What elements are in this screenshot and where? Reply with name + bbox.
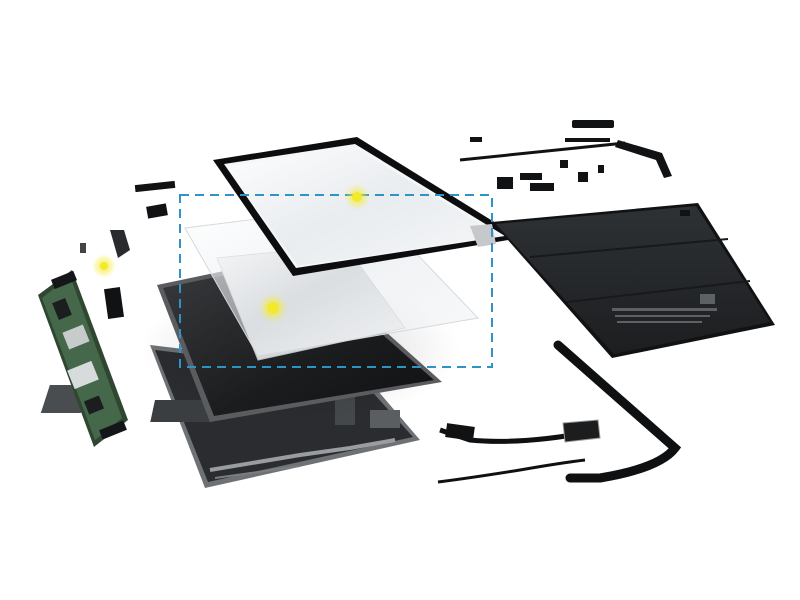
- small-parts-left: [80, 180, 176, 319]
- speaker-antenna-rail: [553, 340, 682, 483]
- touch-glass-hotspot[interactable]: [344, 184, 370, 210]
- hotspot-group: [92, 184, 370, 323]
- logic-board[interactable]: [38, 270, 128, 447]
- display-panel-hotspot[interactable]: [258, 293, 288, 323]
- dock-flex-cable: [437, 419, 601, 484]
- selection-box[interactable]: [179, 194, 493, 368]
- battery-label-print: [612, 294, 717, 323]
- camera-module-hotspot[interactable]: [92, 254, 116, 278]
- battery-pack[interactable]: [492, 203, 775, 358]
- small-parts-right: [459, 120, 690, 216]
